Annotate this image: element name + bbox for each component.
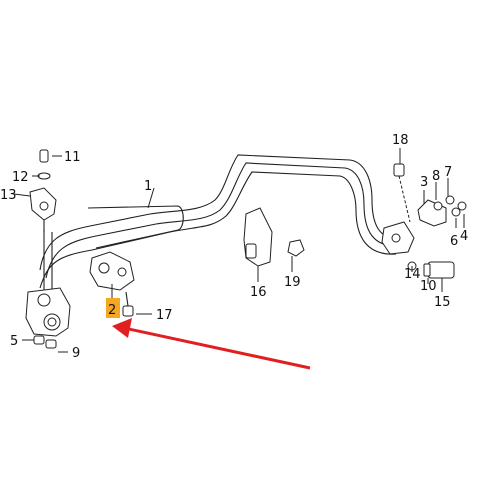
label-5: 5 [10,334,18,349]
label-7: 7 [444,165,452,180]
pipe-assembly [39,154,397,300]
label-19: 19 [284,275,301,290]
label-12: 12 [12,170,29,185]
label-15: 15 [434,295,451,310]
label-9: 9 [72,346,80,361]
label-18: 18 [392,133,409,148]
label-8: 8 [432,169,440,184]
label-10: 10 [420,279,437,294]
upper-left-fittings [29,149,57,232]
leader-lines [13,148,465,353]
label-16: 16 [250,285,267,300]
highlight-box [106,298,120,318]
label-3: 3 [420,175,428,190]
mounting-bracket [243,207,273,267]
left-connector-block [25,287,71,349]
label-4: 4 [460,229,468,244]
center-bracket [89,251,135,317]
label-11: 11 [64,150,81,165]
label-14: 14 [404,267,421,282]
label-6: 6 [450,234,458,249]
clip [287,239,305,257]
red-arrow [112,318,311,370]
callout-labels: 1 2 3 4 5 6 7 8 9 10 11 12 13 14 15 16 1… [0,133,468,361]
label-17: 17 [156,308,173,323]
label-1: 1 [144,179,152,194]
right-connector-assembly [381,163,467,279]
label-13: 13 [0,188,17,203]
label-2: 2 [108,303,116,318]
